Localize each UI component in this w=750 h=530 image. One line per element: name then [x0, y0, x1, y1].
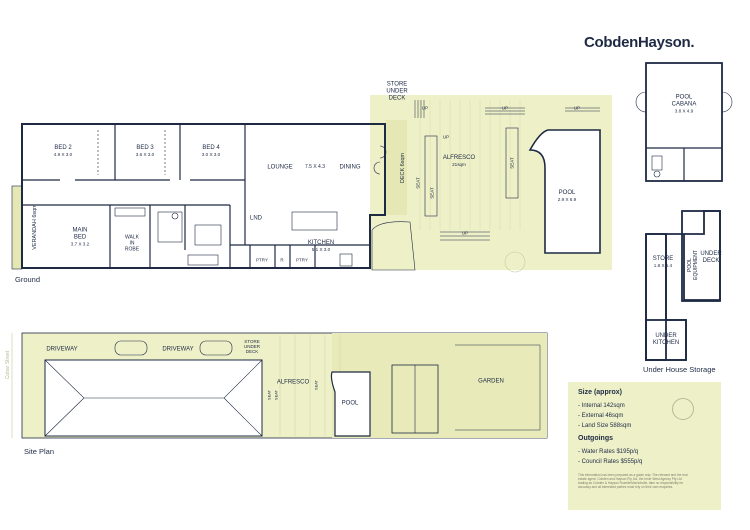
decking-lines [419, 100, 521, 230]
site-plan-caption: Site Plan [24, 447, 55, 456]
room-lounge: LOUNGE [267, 164, 293, 171]
room-lounge-dim: 7.5 X 4.3 [304, 164, 326, 171]
room-fridge: R [280, 257, 284, 263]
council-rates: - Council Rates $555p/q [578, 459, 643, 465]
under-house-drawing [645, 210, 721, 361]
steps [414, 100, 600, 241]
room-dining: DINING [339, 164, 361, 171]
site-seat-1: SEAT [266, 389, 272, 401]
site-street-name: Cobar Street [5, 350, 11, 380]
seat-bench-2 [505, 127, 519, 199]
site-pool: POOL [341, 400, 359, 407]
seat-label-1: SEAT [429, 187, 435, 199]
site-seat-3: SEAT [313, 379, 319, 391]
interior-walls [22, 124, 370, 268]
site-driveway-1: DRIVEWAY [46, 346, 78, 353]
area-deck: DECK 6sqm [400, 152, 406, 184]
size-land: - Land Size 588sqm [578, 423, 632, 429]
seat-bench-1 [424, 135, 438, 217]
room-laundry: LND [249, 215, 263, 222]
cabana-drawing [635, 62, 733, 182]
room-under-kitchen: UNDER KITCHEN [652, 333, 680, 346]
room-pantry-2: PTRY [296, 257, 308, 263]
tree-icon [504, 251, 526, 273]
area-verandah: VERANDAH 6sqm [32, 204, 38, 250]
size-internal: - Internal 142sqm [578, 403, 625, 409]
site-alfresco: ALFRESCO [276, 379, 310, 386]
ground-caption: Ground [15, 275, 41, 284]
up-label-4: UP [573, 105, 581, 111]
garden-bed [371, 221, 416, 271]
site-garden: GARDEN [478, 378, 504, 385]
room-pool-equipment: POOL EQUIPMENT [687, 250, 699, 280]
water-rates: - Water Rates $195p/q [578, 449, 639, 455]
site-plan-drawing [11, 332, 548, 439]
seat-label-2: SEAT [415, 177, 421, 189]
under-house-caption: Under House Storage [643, 365, 716, 374]
site-driveway-2: DRIVEWAY [162, 346, 194, 353]
pool-outline [528, 129, 601, 254]
area-store-under-deck: STORE UNDER DECK [386, 81, 408, 102]
disclaimer-text: This information has been prepared as a … [578, 473, 688, 489]
fixtures [97, 130, 387, 267]
north-compass-icon [672, 398, 694, 420]
room-under-deck: UNDER DECK [700, 251, 722, 264]
deck-area [385, 120, 407, 215]
up-label-3: UP [501, 105, 509, 111]
room-walk-in-robe: WALK IN ROBE [124, 234, 140, 252]
property-info-box: Size (approx) - Internal 142sqm - Extern… [568, 382, 721, 510]
outgoings-heading: Outgoings [578, 435, 613, 442]
brand-logo: CobdenHayson. [584, 34, 695, 51]
site-seat-2: SEAT [273, 389, 279, 401]
up-label-5: UP [461, 230, 469, 236]
up-label-1: UP [421, 105, 429, 111]
size-external: - External 46sqm [578, 413, 624, 419]
seat-label-3: SEAT [509, 157, 515, 169]
room-pantry-1: PTRY [256, 257, 268, 263]
site-store-under-deck: STORE UNDER DECK [243, 339, 261, 355]
verandah-area [12, 186, 22, 269]
up-label-2: UP [442, 134, 450, 140]
size-heading: Size (approx) [578, 389, 622, 396]
